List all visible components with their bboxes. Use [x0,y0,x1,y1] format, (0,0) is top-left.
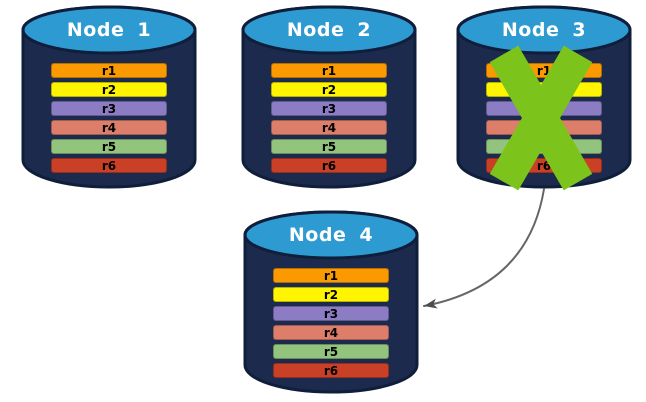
node-3: Node 3 r1 r2 r3 r4 r5 r6 [455,5,633,191]
x-mark-bar [489,45,593,191]
row-r6: r6 [271,158,387,173]
row-label: r6 [101,158,117,173]
node-title: Node 4 [242,222,420,248]
node-number: 3 [572,19,587,41]
row-label: r5 [321,139,337,154]
row-r3: r3 [271,101,387,116]
row-label: r1 [321,63,337,78]
x-mark-icon [489,45,593,191]
row-label: r3 [321,101,337,116]
node-1: Node 1 r1 r2 r3 r4 r5 r6 [20,5,198,190]
node-name: Node [66,19,125,41]
row-label: r2 [323,287,339,302]
node-title: Node 3 [455,17,633,43]
arrow-line [423,188,545,309]
node-4: Node 4 r1 r2 r3 r4 r5 r6 [242,210,420,395]
row-r3: r3 [51,101,167,116]
row-label: r4 [101,120,117,135]
row-r4: r4 [51,120,167,135]
row-label: r1 [323,268,339,283]
node-number: 1 [137,19,152,41]
row-r4: r4 [271,120,387,135]
row-r5: r5 [271,139,387,154]
row-r2: r2 [273,287,389,302]
row-r2: r2 [271,82,387,97]
replica-rows: r1 r2 r3 r4 r5 r6 [273,268,389,378]
row-r1: r1 [273,268,389,283]
node-number: 4 [359,224,374,246]
row-label: r2 [101,82,117,97]
row-label: r3 [323,306,339,321]
row-label: r6 [323,363,339,378]
row-label: r3 [101,101,117,116]
row-label: r5 [323,344,339,359]
row-label: r5 [101,139,117,154]
row-r1: r1 [51,63,167,78]
node-title: Node 2 [240,17,418,43]
cylinder-top [243,210,419,260]
node-name: Node [288,224,347,246]
row-r2: r2 [51,82,167,97]
replica-rows: r1 r2 r3 r4 r5 r6 [51,63,167,173]
row-label: r6 [321,158,337,173]
row-label: r4 [321,120,337,135]
cylinder-top [241,5,417,55]
row-r1: r1 [271,63,387,78]
row-r4: r4 [273,325,389,340]
node-name: Node [286,19,345,41]
row-label: r2 [321,82,337,97]
row-label: r1 [536,63,552,78]
node-number: 2 [357,19,372,41]
row-r5: r5 [273,344,389,359]
row-label: r6 [536,158,552,173]
cylinder-top [21,5,197,55]
row-label: r4 [323,325,339,340]
row-r6: r6 [273,363,389,378]
cylinder-top [456,5,632,55]
row-r5: r5 [51,139,167,154]
node-2: Node 2 r1 r2 r3 r4 r5 r6 [240,5,418,190]
row-r6: r6 [51,158,167,173]
node-title: Node 1 [20,17,198,43]
node-name: Node [501,19,560,41]
replica-rows: r1 r2 r3 r4 r5 r6 [271,63,387,173]
row-label: r1 [101,63,117,78]
row-r3: r3 [273,306,389,321]
